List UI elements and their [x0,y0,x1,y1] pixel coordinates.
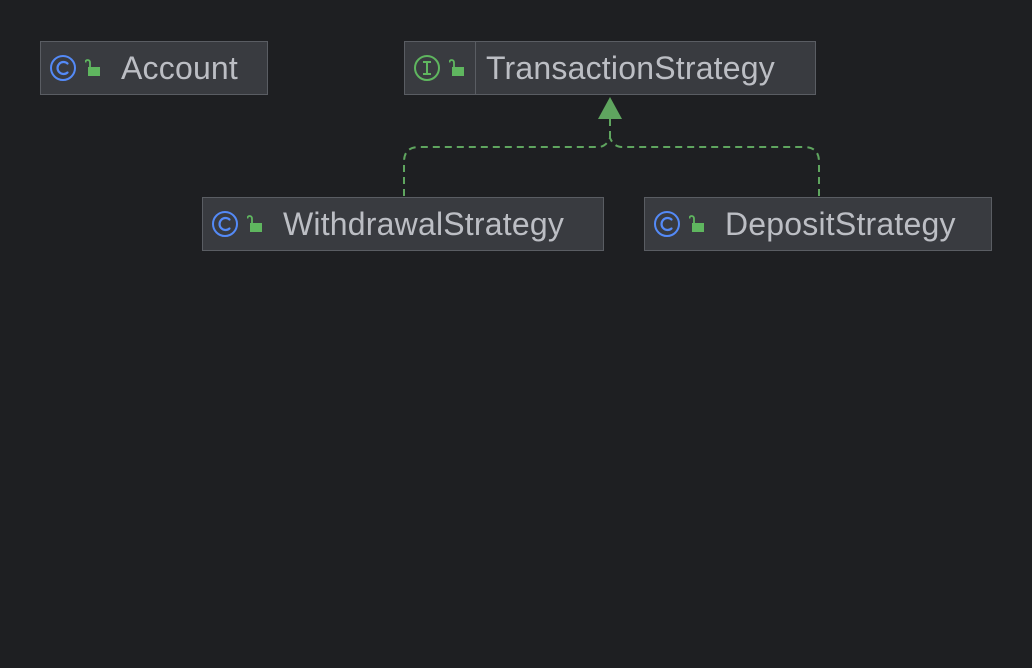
interface-icon [414,55,440,81]
edge-deposit-to-transaction [609,137,820,196]
public-lock-icon [247,215,262,232]
node-icons [203,198,273,250]
class-icon [212,211,238,237]
node-label: TransactionStrategy [486,49,775,86]
node-label: Account [121,49,239,86]
node-label: DepositStrategy [725,205,956,242]
node-icons [405,42,476,94]
node-icons [41,42,111,94]
public-lock-icon [85,59,100,76]
public-lock-icon [689,215,704,232]
node-transaction-strategy[interactable]: TransactionStrategy [404,41,816,95]
node-withdrawal-strategy[interactable]: WithdrawalStrategy [202,197,604,251]
node-icons [645,198,715,250]
public-lock-icon [449,59,464,76]
node-deposit-strategy[interactable]: DepositStrategy [644,197,992,251]
node-label: WithdrawalStrategy [283,205,565,242]
node-account[interactable]: Account [40,41,268,95]
implements-arrowhead [598,97,622,119]
edge-withdrawal-to-transaction [403,137,611,196]
class-icon [654,211,680,237]
class-icon [50,55,76,81]
